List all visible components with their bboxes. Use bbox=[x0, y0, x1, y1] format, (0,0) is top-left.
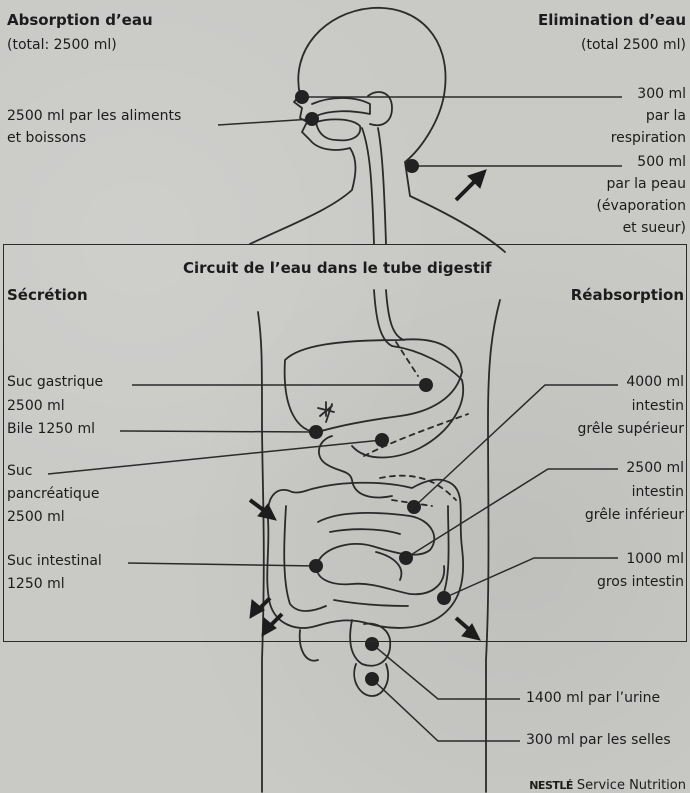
elimination-title: Elimination d’eau bbox=[538, 10, 686, 31]
colon-line1: 1000 ml bbox=[626, 549, 684, 570]
gastric-line1: Suc gastrique bbox=[7, 372, 103, 393]
upper-line2: intestin bbox=[632, 396, 684, 417]
pancreatic-line2: pancréatique bbox=[7, 484, 99, 505]
colon-line2: gros intestin bbox=[597, 572, 684, 593]
pancreatic-line3: 2500 ml bbox=[7, 507, 65, 528]
skin-line3: (évaporation bbox=[596, 196, 686, 217]
intestinal-line1: Suc intestinal bbox=[7, 551, 102, 572]
upper-line1: 4000 ml bbox=[626, 372, 684, 393]
respiration-line2: par la bbox=[646, 106, 686, 127]
connection-dots bbox=[295, 90, 451, 686]
dot-food bbox=[305, 112, 319, 126]
dot-colon bbox=[437, 591, 451, 605]
footer-label: Service Nutrition bbox=[577, 778, 686, 793]
dot-pancreatic bbox=[375, 433, 389, 447]
leader-pancreatic bbox=[48, 440, 382, 474]
dot-skin bbox=[405, 159, 419, 173]
secretion-heading: Sécrétion bbox=[7, 285, 88, 306]
leader-food bbox=[218, 119, 312, 125]
pancreatic-line1: Suc bbox=[7, 461, 32, 482]
dot-bile bbox=[309, 425, 323, 439]
leader-stool bbox=[372, 679, 520, 741]
food-label-line2: et boissons bbox=[7, 128, 86, 149]
absorption-title: Absorption d’eau bbox=[7, 10, 153, 31]
lower-line3: grêle inférieur bbox=[585, 505, 684, 526]
elimination-subtitle: (total 2500 ml) bbox=[581, 35, 686, 56]
arrowhead-left-mid bbox=[250, 600, 264, 618]
reabsorption-heading: Réabsorption bbox=[571, 285, 684, 306]
stool-label: 300 ml par les selles bbox=[526, 730, 671, 751]
dot-gastric bbox=[419, 378, 433, 392]
gastric-line2: 2500 ml bbox=[7, 396, 65, 417]
upper-line3: grêle supérieur bbox=[578, 419, 684, 440]
dot-stool bbox=[365, 672, 379, 686]
skin-line1: 500 ml bbox=[637, 152, 686, 173]
brand-logo: NESTLÉ bbox=[529, 779, 573, 792]
dot-respiration bbox=[295, 90, 309, 104]
dot-upper bbox=[407, 500, 421, 514]
skin-line4: et sueur) bbox=[623, 218, 686, 239]
skin-line2: par la peau bbox=[606, 174, 686, 195]
leader-intestinal bbox=[128, 563, 316, 566]
dot-urine bbox=[365, 637, 379, 651]
leader-urine bbox=[372, 644, 520, 699]
leader-colon bbox=[444, 558, 618, 598]
urine-label: 1400 ml par l’urine bbox=[526, 688, 660, 709]
bile-label: Bile 1250 ml bbox=[7, 419, 95, 440]
lower-line2: intestin bbox=[632, 482, 684, 503]
dot-intestinal bbox=[309, 559, 323, 573]
food-label-line1: 2500 ml par les aliments bbox=[7, 106, 181, 127]
circuit-title: Circuit de l’eau dans le tube digestif bbox=[183, 258, 492, 279]
lower-line1: 2500 ml bbox=[626, 458, 684, 479]
absorption-subtitle: (total: 2500 ml) bbox=[7, 35, 117, 56]
flow-arrows bbox=[250, 170, 486, 640]
intestinal-line2: 1250 ml bbox=[7, 574, 65, 595]
leader-bile bbox=[120, 431, 316, 432]
dot-lower bbox=[399, 551, 413, 565]
footer-credit: NESTLÉ Service Nutrition bbox=[529, 778, 686, 793]
respiration-line1: 300 ml bbox=[637, 84, 686, 105]
respiration-line3: respiration bbox=[611, 128, 686, 149]
